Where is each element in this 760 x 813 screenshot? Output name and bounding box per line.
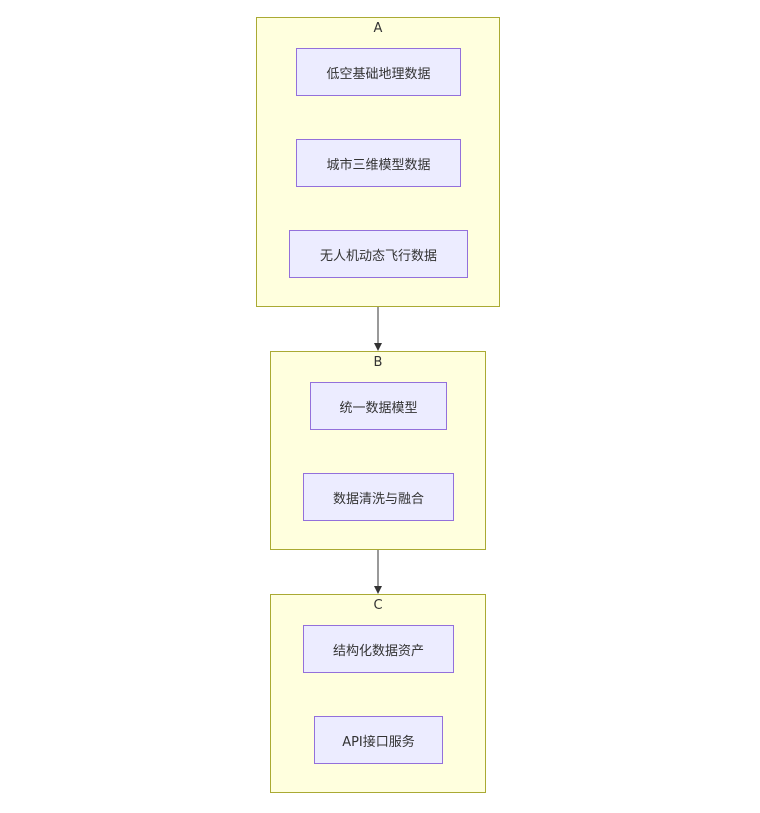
node-city-3d-model-data[interactable]: 城市三维模型数据 xyxy=(296,139,461,187)
cluster-c: C 结构化数据资产 API接口服务 xyxy=(270,594,486,793)
cluster-label: C xyxy=(373,598,383,613)
node-api-service[interactable]: API接口服务 xyxy=(314,716,443,764)
node-uav-flight-data[interactable]: 无人机动态飞行数据 xyxy=(289,230,468,278)
cluster-label: A xyxy=(373,21,383,36)
cluster-a: A 低空基础地理数据 城市三维模型数据 无人机动态飞行数据 xyxy=(256,17,500,307)
node-structured-data-assets[interactable]: 结构化数据资产 xyxy=(303,625,454,673)
node-low-altitude-geo-data[interactable]: 低空基础地理数据 xyxy=(296,48,461,96)
cluster-label: B xyxy=(373,355,383,370)
cluster-b: B 统一数据模型 数据清洗与融合 xyxy=(270,351,486,550)
node-unified-data-model[interactable]: 统一数据模型 xyxy=(310,382,447,430)
node-data-cleaning-fusion[interactable]: 数据清洗与融合 xyxy=(303,473,454,521)
